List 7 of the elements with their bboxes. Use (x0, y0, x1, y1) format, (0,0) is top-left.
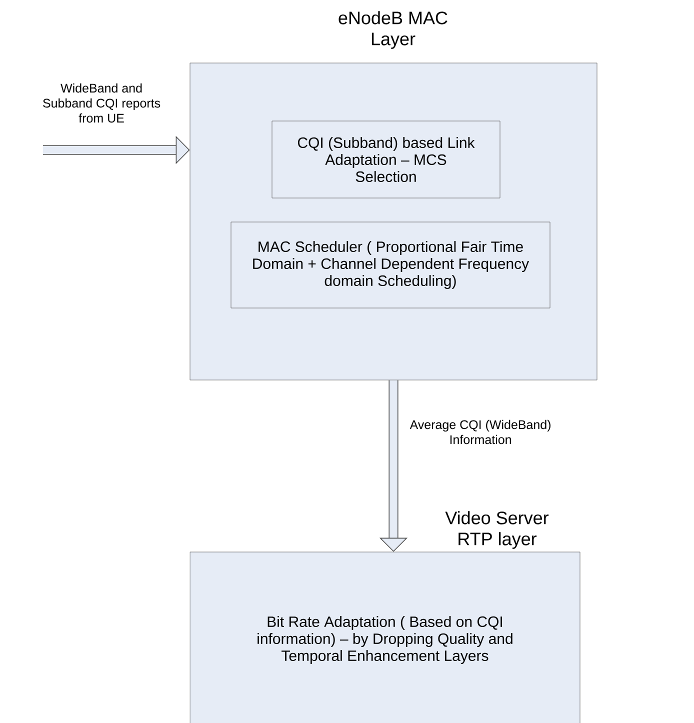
edge-label: Average CQI (WideBand) Information (410, 420, 550, 444)
process-box: CQI (Subband) based Link Adaptation – MCS Selection (272, 120, 500, 198)
process-box: MAC Scheduler ( Proportional Fair Time Domain + Channel Dependent Frequency domain Scheduling) (230, 222, 550, 308)
box-heading: eNodeB MAC Layer (338, 11, 448, 49)
process-box: Bit Rate Adaptation ( Based on CQI information) – by Dropping Quality and Temporal Enhancement Layers (190, 552, 580, 723)
box-heading: Video Server RTP layer (445, 511, 549, 549)
edge-label: WideBand and Subband CQI reports from UE (43, 83, 160, 123)
